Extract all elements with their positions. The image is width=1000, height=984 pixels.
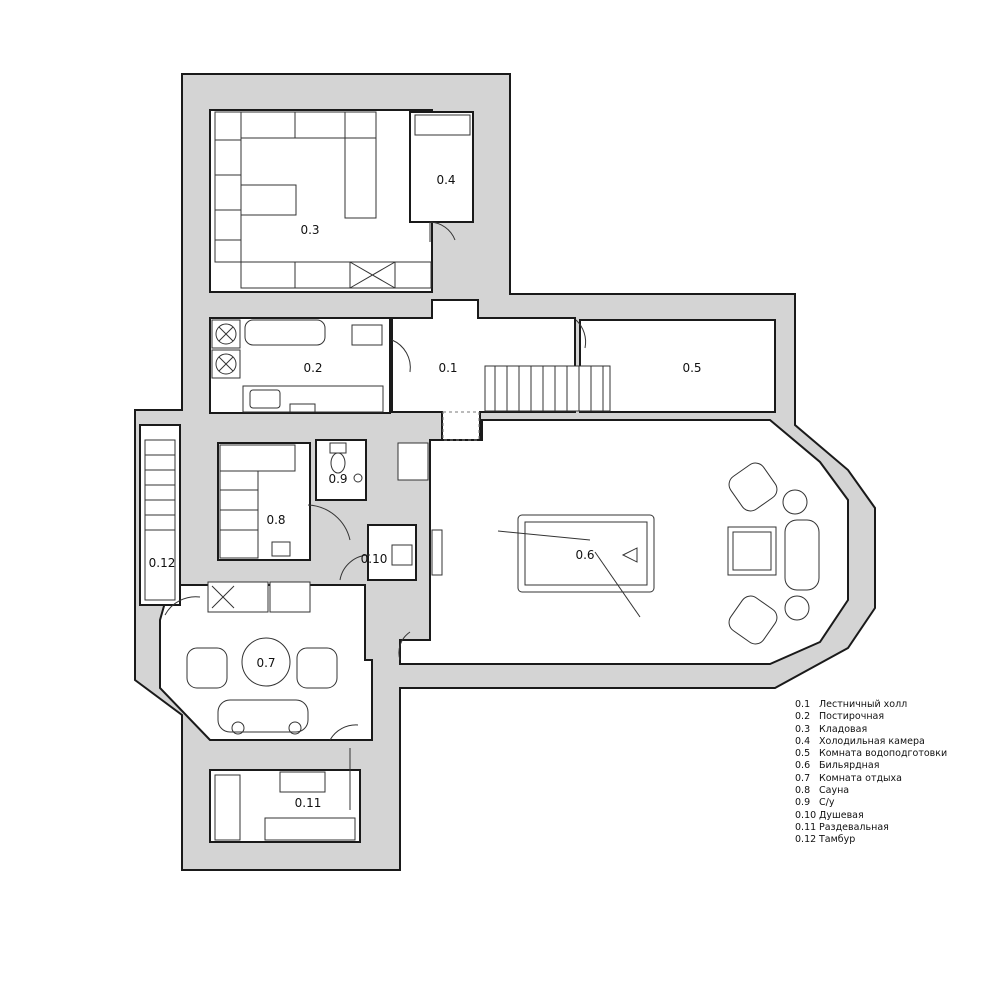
room-label: 0.1 xyxy=(438,361,457,375)
lounge-furniture xyxy=(186,581,338,735)
staircase xyxy=(484,365,611,412)
billiard-table xyxy=(497,514,655,618)
shower-tray xyxy=(391,544,413,566)
room-label: 0.5 xyxy=(682,361,701,375)
toilet xyxy=(329,442,363,483)
laundry-fixtures xyxy=(211,319,384,413)
room-label: 0.7 xyxy=(256,656,275,670)
lounge-set xyxy=(727,462,820,645)
room-label: 0.6 xyxy=(575,548,594,562)
wall-console xyxy=(431,529,443,576)
room-label: 0.12 xyxy=(149,556,176,570)
room-label: 0.9 xyxy=(328,472,347,486)
room-label: 0.2 xyxy=(303,361,322,375)
entry-stair xyxy=(144,439,176,601)
hall-cabinet xyxy=(397,442,429,481)
sauna-benches xyxy=(219,444,296,559)
doors xyxy=(164,221,587,741)
room-label: 0.8 xyxy=(266,513,285,527)
room-label: 0.4 xyxy=(436,173,455,187)
room-label: 0.11 xyxy=(295,796,322,810)
room-0-5 xyxy=(579,319,776,413)
room-label: 0.10 xyxy=(361,552,388,566)
storage-shelving xyxy=(214,111,432,289)
changing-room-furniture xyxy=(214,748,356,841)
hall-opening xyxy=(442,411,480,441)
cold-room-shelves xyxy=(414,114,471,136)
room-0-7 xyxy=(159,584,373,741)
room-label: 0.3 xyxy=(300,223,319,237)
